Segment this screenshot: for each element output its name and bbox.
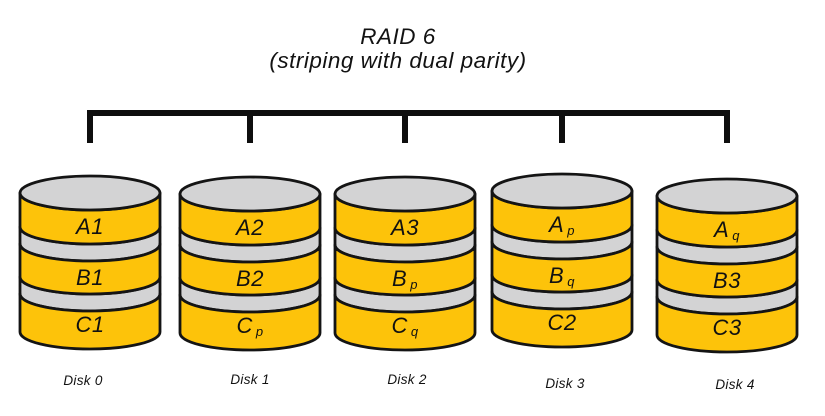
bracket-drop-2	[402, 110, 408, 143]
platter-top	[333, 175, 477, 213]
segment-label: B3	[713, 268, 741, 293]
diagram-title-block: RAID 6 (striping with dual parity)	[269, 25, 526, 73]
bracket-bar	[87, 110, 730, 116]
platter-top	[178, 175, 322, 213]
segment-label: C2	[547, 310, 576, 335]
segment-label: A3	[389, 215, 419, 240]
platter-top	[655, 177, 799, 215]
bracket-drop-4	[724, 110, 730, 143]
disk-label-0: Disk 0	[63, 373, 103, 388]
platter-top	[490, 172, 634, 210]
bracket-drop-3	[559, 110, 565, 143]
segment-label: C1	[75, 312, 104, 337]
platter-top	[18, 174, 162, 212]
bracket-drop-0	[87, 110, 93, 143]
segment-label: B1	[76, 265, 104, 290]
segment-label: A1	[74, 214, 104, 239]
page-title: RAID 6	[360, 24, 436, 49]
segment-label: B2	[236, 266, 264, 291]
disk-label-2: Disk 2	[387, 372, 427, 387]
disk-label-4: Disk 4	[715, 377, 755, 392]
segment-label: C3	[712, 315, 741, 340]
disk-label-3: Disk 3	[545, 376, 585, 391]
disk-cylinder-icon: A1 B1 C1	[18, 174, 162, 351]
page-subtitle: (striping with dual parity)	[269, 48, 527, 73]
segment-label: A2	[234, 215, 264, 240]
disk-label-1: Disk 1	[230, 372, 270, 387]
bracket-drop-1	[247, 110, 253, 143]
disk-0: A1 B1 C1	[17, 174, 163, 351]
